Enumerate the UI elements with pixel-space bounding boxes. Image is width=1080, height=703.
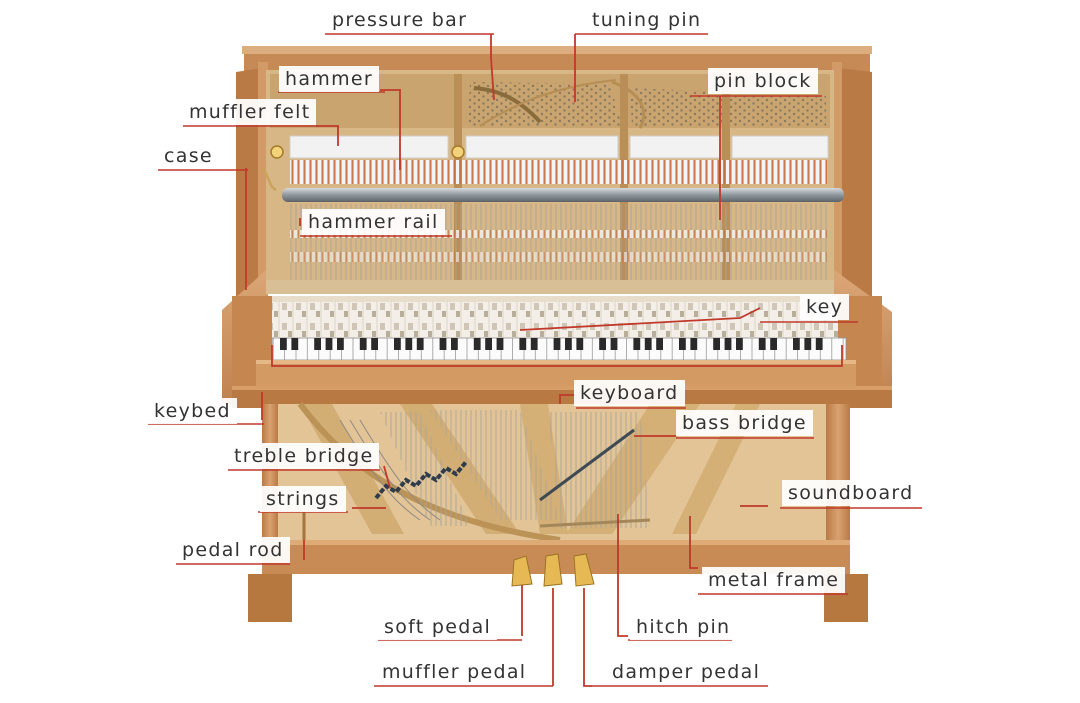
black-key <box>724 338 732 350</box>
label-key: key <box>800 294 850 320</box>
label-soundboard: soundboard <box>782 480 920 506</box>
black-key <box>519 338 527 350</box>
black-key <box>405 338 413 350</box>
case-top-board <box>244 50 870 72</box>
label-damper-pedal: damper pedal <box>606 659 767 685</box>
black-key <box>690 338 698 350</box>
treble-bridge-shape <box>374 460 468 500</box>
label-case: case <box>158 143 219 169</box>
black-key <box>565 338 572 350</box>
case-right-side <box>838 68 872 300</box>
muffler-pedal-shape <box>543 553 563 587</box>
black-key <box>656 338 663 350</box>
black-key <box>770 338 777 350</box>
key-slip <box>256 360 856 388</box>
label-tuning-pin: tuning pin <box>586 7 708 33</box>
black-key <box>371 338 378 350</box>
black-key <box>610 338 618 350</box>
pressure-bar-shape <box>473 86 542 124</box>
black-key <box>633 338 641 350</box>
black-key <box>451 338 458 350</box>
label-metal-frame: metal frame <box>702 567 846 593</box>
label-bass-bridge: bass bridge <box>676 410 813 436</box>
black-key <box>576 338 584 350</box>
label-hammer-rail: hammer rail <box>302 209 445 235</box>
label-soft-pedal: soft pedal <box>378 614 498 640</box>
keybed-board <box>232 386 892 408</box>
label-keyboard: keyboard <box>574 380 685 406</box>
label-pedal-rod: pedal rod <box>176 537 290 563</box>
black-key <box>416 338 424 350</box>
key-action <box>272 296 838 338</box>
black-key <box>314 338 321 350</box>
black-key <box>758 338 766 350</box>
label-treble-bridge: treble bridge <box>228 443 380 469</box>
damper-pedal-shape <box>573 553 595 587</box>
black-key <box>473 338 481 350</box>
black-key <box>530 338 538 350</box>
black-key <box>439 338 447 350</box>
hammer-rail-bar <box>282 188 844 202</box>
black-key <box>280 338 287 350</box>
black-key <box>736 338 743 350</box>
bass-bridge-shape <box>539 428 635 502</box>
black-keys <box>280 338 823 350</box>
black-key <box>291 338 299 350</box>
leader-lines <box>245 34 843 687</box>
tuning-pins <box>468 82 622 126</box>
label-muffler-pedal: muffler pedal <box>376 659 533 685</box>
label-hitch-pin: hitch pin <box>630 614 737 640</box>
muffler-felt <box>289 135 449 159</box>
black-key <box>644 338 652 350</box>
black-key <box>337 338 344 350</box>
black-key <box>793 338 800 350</box>
black-key <box>496 338 504 350</box>
soft-pedal-shape <box>511 555 533 587</box>
label-keybed: keybed <box>148 398 237 424</box>
label-muffler-felt: muffler felt <box>183 99 317 125</box>
black-key <box>485 338 492 350</box>
black-key <box>553 338 561 350</box>
black-key <box>815 338 823 350</box>
black-key <box>713 338 720 350</box>
black-key <box>679 338 686 350</box>
black-key <box>359 338 367 350</box>
left-foot <box>248 574 292 622</box>
black-key <box>394 338 401 350</box>
label-underlines <box>148 33 922 687</box>
black-key <box>804 338 812 350</box>
black-key <box>325 338 333 350</box>
label-strings: strings <box>260 486 346 512</box>
label-hammer: hammer <box>279 66 380 92</box>
black-key <box>599 338 606 350</box>
hammers <box>290 160 828 184</box>
label-pin-block: pin block <box>708 68 818 94</box>
label-pressure-bar: pressure bar <box>326 7 474 33</box>
